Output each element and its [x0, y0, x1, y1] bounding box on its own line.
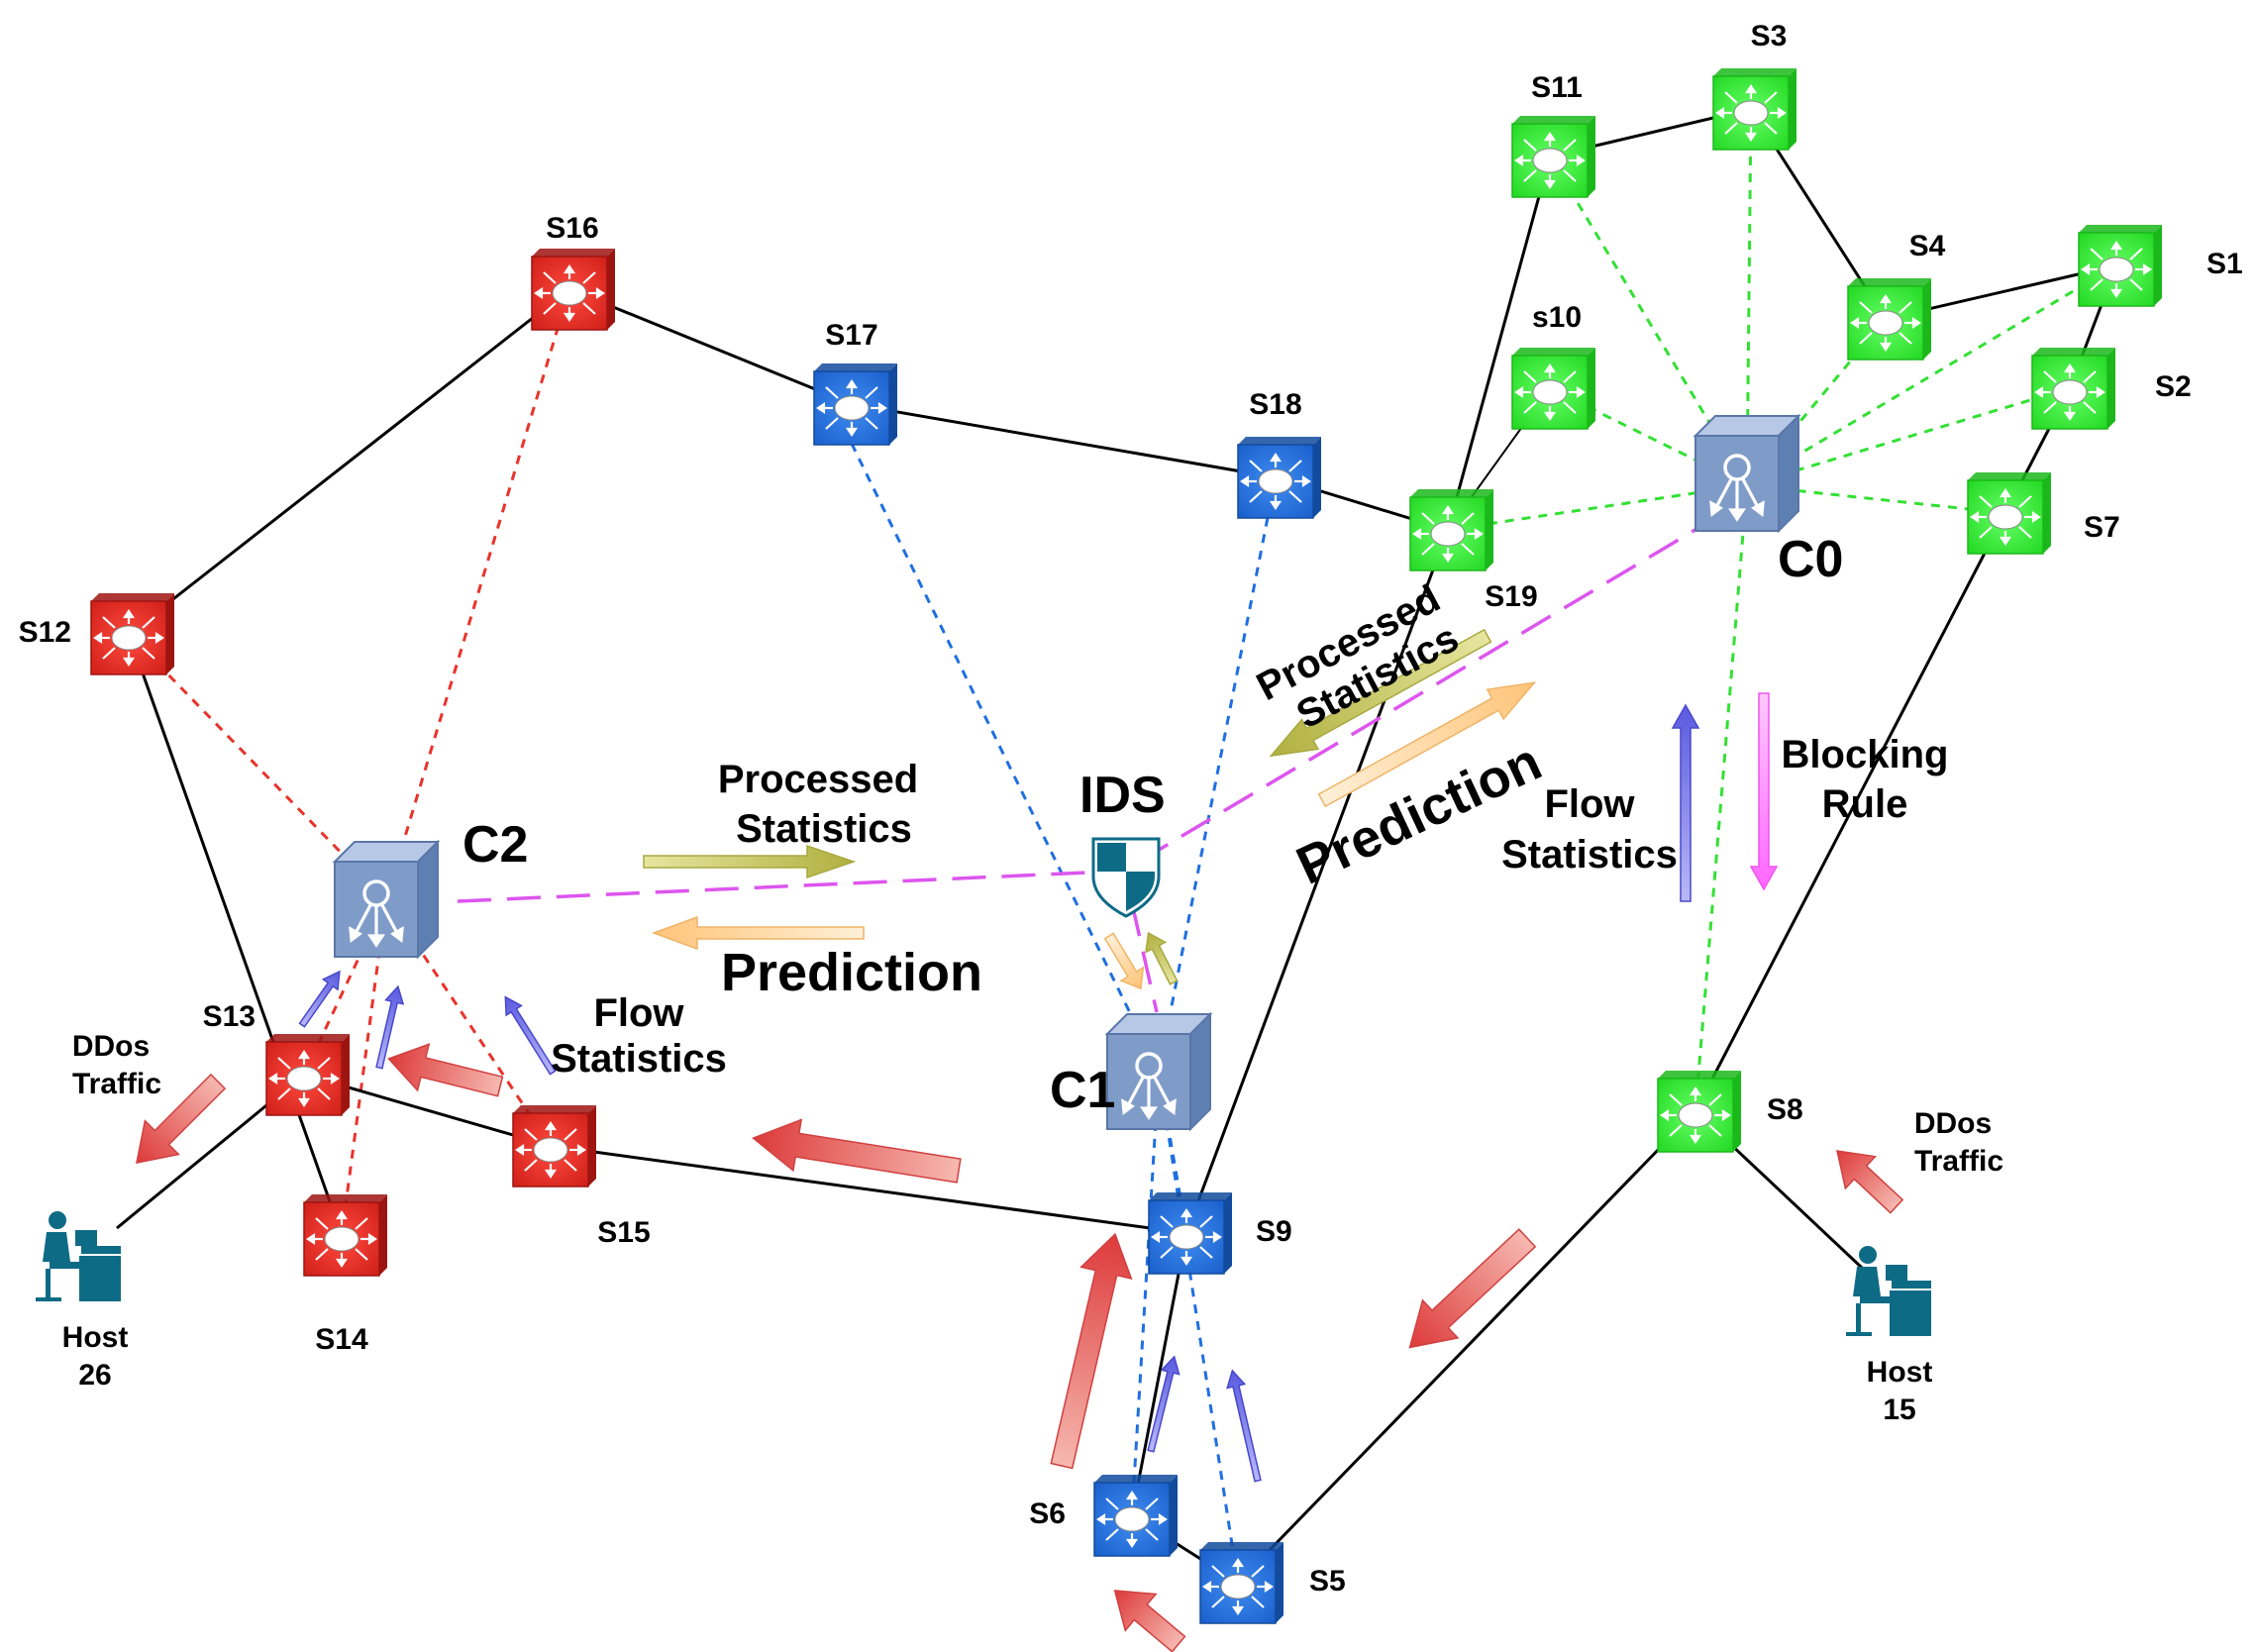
host-15-label-line2: 15 [1883, 1394, 1915, 1426]
switch-s5[interactable] [1199, 1542, 1283, 1624]
prediction-arrow-c2 [651, 915, 865, 951]
flow-arrow-s5-c1 [1226, 1369, 1262, 1483]
c0-flow-statistics-line2: Statistics [1501, 833, 1678, 877]
controller-links [457, 523, 1704, 1013]
switch-label-s18: S18 [1249, 388, 1301, 421]
switch-s17[interactable] [813, 363, 897, 446]
c2-flow-statistics-line2: Statistics [551, 1037, 727, 1081]
switch-label-s5: S5 [1309, 1565, 1346, 1598]
host-26-label-line2: 26 [78, 1359, 111, 1392]
host-15-icon[interactable] [1846, 1246, 1931, 1336]
switch-label-s2: S2 [2155, 370, 2192, 403]
ids-label: IDS [1079, 767, 1166, 824]
switch-s4[interactable] [1847, 278, 1931, 361]
ddos-traffic-left-line2: Traffic [72, 1068, 161, 1100]
controller-label-c2: C2 [462, 816, 528, 874]
switch-label-s14: S14 [315, 1323, 368, 1356]
switch-label-s4: S4 [1909, 230, 1946, 262]
ids-shield-icon [1091, 837, 1161, 918]
flow-arrow-s15-c2 [504, 995, 557, 1076]
switch-s13[interactable] [265, 1034, 350, 1116]
c0-blocking-rule-line2: Rule [1822, 782, 1908, 826]
switch-label-s16: S16 [546, 212, 598, 245]
controller-label-c0: C0 [1778, 531, 1843, 588]
ddos-traffic-right-line2: Traffic [1914, 1145, 2003, 1178]
flow-arrow-c0 [1671, 703, 1700, 902]
ddos-arrow-s5 [1408, 1228, 1537, 1349]
ddos-arrow-s15 [752, 1118, 962, 1184]
processed-arrow-c2 [643, 844, 857, 879]
c2-prediction-label: Prediction [721, 943, 982, 1002]
switch-s6[interactable] [1093, 1475, 1178, 1557]
host-26-icon[interactable] [36, 1211, 121, 1301]
c2-processed-statistics-line1: Processed [718, 758, 918, 801]
switch-label-s8: S8 [1767, 1093, 1803, 1126]
switch-s2[interactable] [2031, 348, 2115, 430]
c0-processed-statistics-group: Processed Statistics [1250, 576, 1466, 737]
controller-c1[interactable] [1105, 1012, 1212, 1131]
ddos-arrow-s9 [1050, 1232, 1133, 1470]
switch-label-s19: S19 [1485, 580, 1537, 613]
switch-layer [90, 68, 2162, 1624]
switch-label-s10: s10 [1532, 301, 1582, 334]
switch-label-s7: S7 [2084, 511, 2120, 544]
c0-blocking-rule-line1: Blocking [1782, 733, 1949, 776]
flow-arrow-s6-c1 [1147, 1355, 1180, 1453]
processed-arrow-c0 [1269, 628, 1492, 758]
ddos-arrow-s6 [1113, 1590, 1186, 1652]
switch-s16[interactable] [531, 249, 615, 331]
switch-s15[interactable] [512, 1105, 596, 1187]
c2-flow-statistics-line1: Flow [593, 991, 684, 1035]
c2-processed-statistics-line2: Statistics [736, 807, 912, 851]
switch-label-s12: S12 [19, 616, 71, 649]
switch-label-s17: S17 [825, 319, 877, 352]
switch-label-s11: S11 [1531, 71, 1583, 104]
ddos-arrow-host15 [1836, 1150, 1904, 1214]
switch-s3[interactable] [1712, 68, 1796, 151]
blocking-arrow-c0 [1749, 692, 1779, 891]
host-26-label-line1: Host [62, 1321, 129, 1354]
switch-s18[interactable] [1237, 437, 1321, 519]
switch-label-s9: S9 [1256, 1215, 1292, 1248]
ddos-traffic-left-line1: DDos [72, 1030, 150, 1063]
switch-s7[interactable] [1967, 472, 2051, 555]
flow-arrow-s13-c2 [298, 970, 341, 1028]
switch-label-s15: S15 [597, 1216, 650, 1249]
switch-label-s3: S3 [1751, 20, 1788, 52]
green-control-links [1447, 108, 2117, 1112]
switch-s9[interactable] [1148, 1192, 1232, 1275]
switch-s10[interactable] [1511, 348, 1595, 430]
switch-s8[interactable] [1657, 1071, 1741, 1153]
ddos-traffic-right-line1: DDos [1914, 1107, 1992, 1140]
annotation-arrows [136, 628, 1904, 1652]
c0-flow-statistics-line1: Flow [1544, 782, 1635, 826]
controller-c0[interactable] [1694, 414, 1800, 533]
switch-s19[interactable] [1409, 489, 1493, 571]
prediction-arrow-c0 [1317, 681, 1537, 808]
switch-label-s6: S6 [1029, 1497, 1066, 1530]
switch-s1[interactable] [2078, 225, 2162, 307]
switch-s14[interactable] [303, 1194, 387, 1277]
switch-s11[interactable] [1511, 116, 1595, 198]
processed-arrow-c1 [1145, 931, 1179, 985]
switch-label-s13: S13 [203, 1000, 256, 1033]
switch-label-s1: S1 [2207, 248, 2243, 280]
switch-s12[interactable] [90, 593, 174, 675]
prediction-arrow-c1 [1103, 932, 1145, 990]
controller-label-c1: C1 [1050, 1062, 1115, 1119]
flow-arrow-s14-c2 [375, 984, 405, 1070]
controller-c2[interactable] [333, 840, 440, 959]
ddos-arrow-s13 [387, 1043, 504, 1097]
ddos-arrow-host26 [136, 1073, 227, 1164]
host-15-label-line1: Host [1867, 1356, 1933, 1389]
